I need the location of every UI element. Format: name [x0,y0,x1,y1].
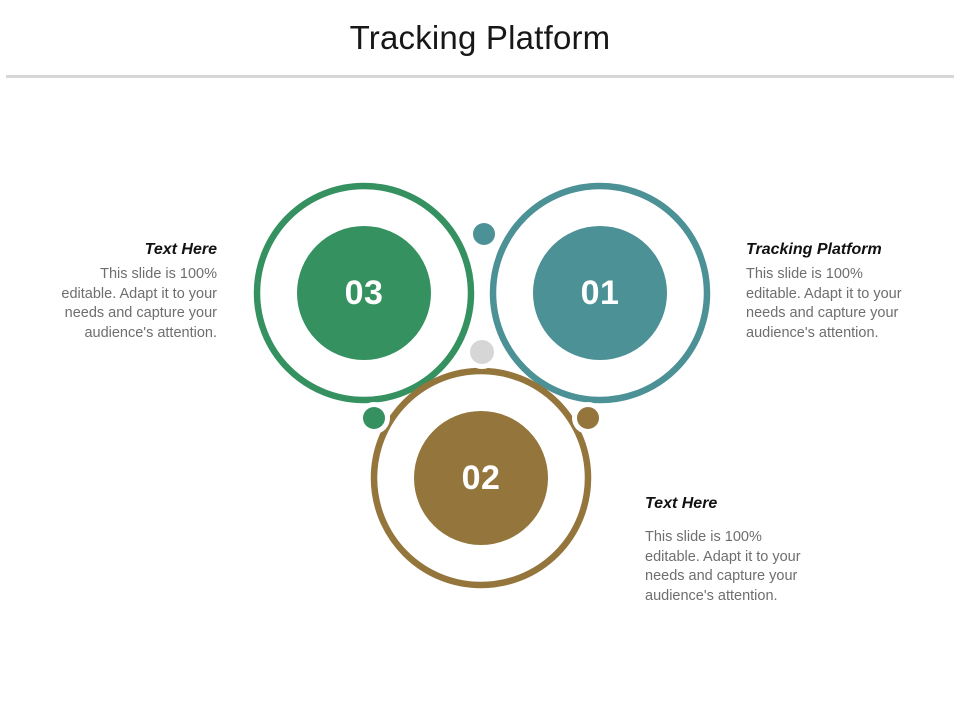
disc-label-03: 03 [345,274,384,312]
title-divider [6,75,954,78]
disc-label-02: 02 [462,459,501,497]
venn-ring-diagram: 03 01 02 [240,160,720,630]
connector-right-dot[interactable] [577,407,599,429]
callout-bottom-body: This slide is 100% editable. Adapt it to… [645,529,801,604]
callout-right-heading: Tracking Platform [746,241,882,258]
callout-bottom: Text Here This slide is 100% editable. A… [645,494,820,606]
page-title: Tracking Platform [349,19,611,56]
disc-label-01: 01 [581,274,620,312]
callout-bottom-heading: Text Here [645,495,718,512]
callout-right: Tracking Platform This slide is 100% edi… [746,240,921,343]
connector-top-dot[interactable] [473,223,495,245]
callout-left-body: This slide is 100% editable. Adapt it to… [61,266,217,341]
connector-left-dot[interactable] [363,407,385,429]
disc-01[interactable] [533,226,667,360]
ring-01[interactable] [489,182,711,404]
diagram-svg: 03 01 02 [253,182,711,589]
disc-02[interactable] [414,411,548,545]
callout-left-heading: Text Here [144,241,217,258]
connector-center-dot[interactable] [470,340,494,364]
ring-03[interactable] [253,182,475,404]
callout-left: Text Here This slide is 100% editable. A… [55,240,217,343]
callout-right-body: This slide is 100% editable. Adapt it to… [746,266,902,341]
ring-02[interactable] [370,367,592,589]
disc-03[interactable] [297,226,431,360]
